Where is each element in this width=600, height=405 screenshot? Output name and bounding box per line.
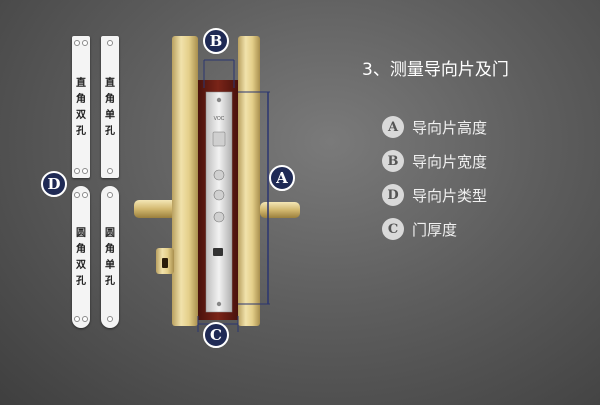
plate-label: 圆角双孔 [76, 228, 86, 287]
screw-hole-icon [74, 168, 80, 174]
plate-label: 直角单孔 [105, 78, 115, 137]
screw-hole-icon [74, 40, 80, 46]
screw-hole-icon [82, 168, 88, 174]
marker-b: B [203, 28, 229, 54]
c-circle-icon: C [382, 218, 404, 240]
screw-hole-icon [107, 316, 113, 322]
deadbolt-2 [213, 189, 225, 201]
deadbolt-3 [213, 211, 225, 223]
brand-text: VOC [214, 116, 225, 122]
legend-item-height: A 导向片高度 [382, 116, 487, 138]
plate-label: 圆角单孔 [105, 228, 115, 287]
lock-faceplate [205, 91, 233, 313]
left-handle [134, 200, 178, 218]
legend-label: 导向片宽度 [412, 152, 488, 171]
marker-c: C [203, 322, 229, 348]
marker-a: A [269, 165, 295, 191]
plate-label: 直角双孔 [76, 78, 86, 137]
lock-illustration: VOC [134, 36, 300, 332]
legend-label: 导向片高度 [412, 118, 488, 137]
legend-item-width: B 导向片宽度 [382, 150, 487, 172]
d-circle-icon: D [382, 184, 404, 206]
right-handle [260, 202, 300, 218]
outer-escutcheon [172, 36, 198, 326]
latch-bolt [212, 131, 226, 147]
legend-item-type: D 导向片类型 [382, 184, 487, 206]
screw-hole-icon [74, 192, 80, 198]
screw-hole-icon [82, 192, 88, 198]
latch-slot [213, 248, 223, 256]
plate-round-single-hole: 圆角单孔 [101, 186, 119, 328]
legend-item-thickness: C 门厚度 [382, 218, 457, 240]
page-title: 3、测量导向片及门 [362, 60, 509, 80]
legend-label: 导向片类型 [412, 186, 488, 205]
b-circle-icon: B [382, 150, 404, 172]
plate-square-double-hole: 直角双孔 [72, 36, 90, 178]
screw-hole-icon [82, 316, 88, 322]
plate-square-single-hole: 直角单孔 [101, 36, 119, 178]
plate-round-double-hole: 圆角双孔 [72, 186, 90, 328]
deadbolt-1 [213, 169, 225, 181]
screw-hole-icon [74, 316, 80, 322]
inner-escutcheon [238, 36, 260, 326]
marker-d: D [41, 171, 67, 197]
screw-hole-icon [107, 40, 113, 46]
screw-hole-icon [107, 168, 113, 174]
a-circle-icon: A [382, 116, 404, 138]
legend-label: 门厚度 [412, 220, 458, 239]
screw-hole-icon [82, 40, 88, 46]
screw-hole-icon [107, 192, 113, 198]
